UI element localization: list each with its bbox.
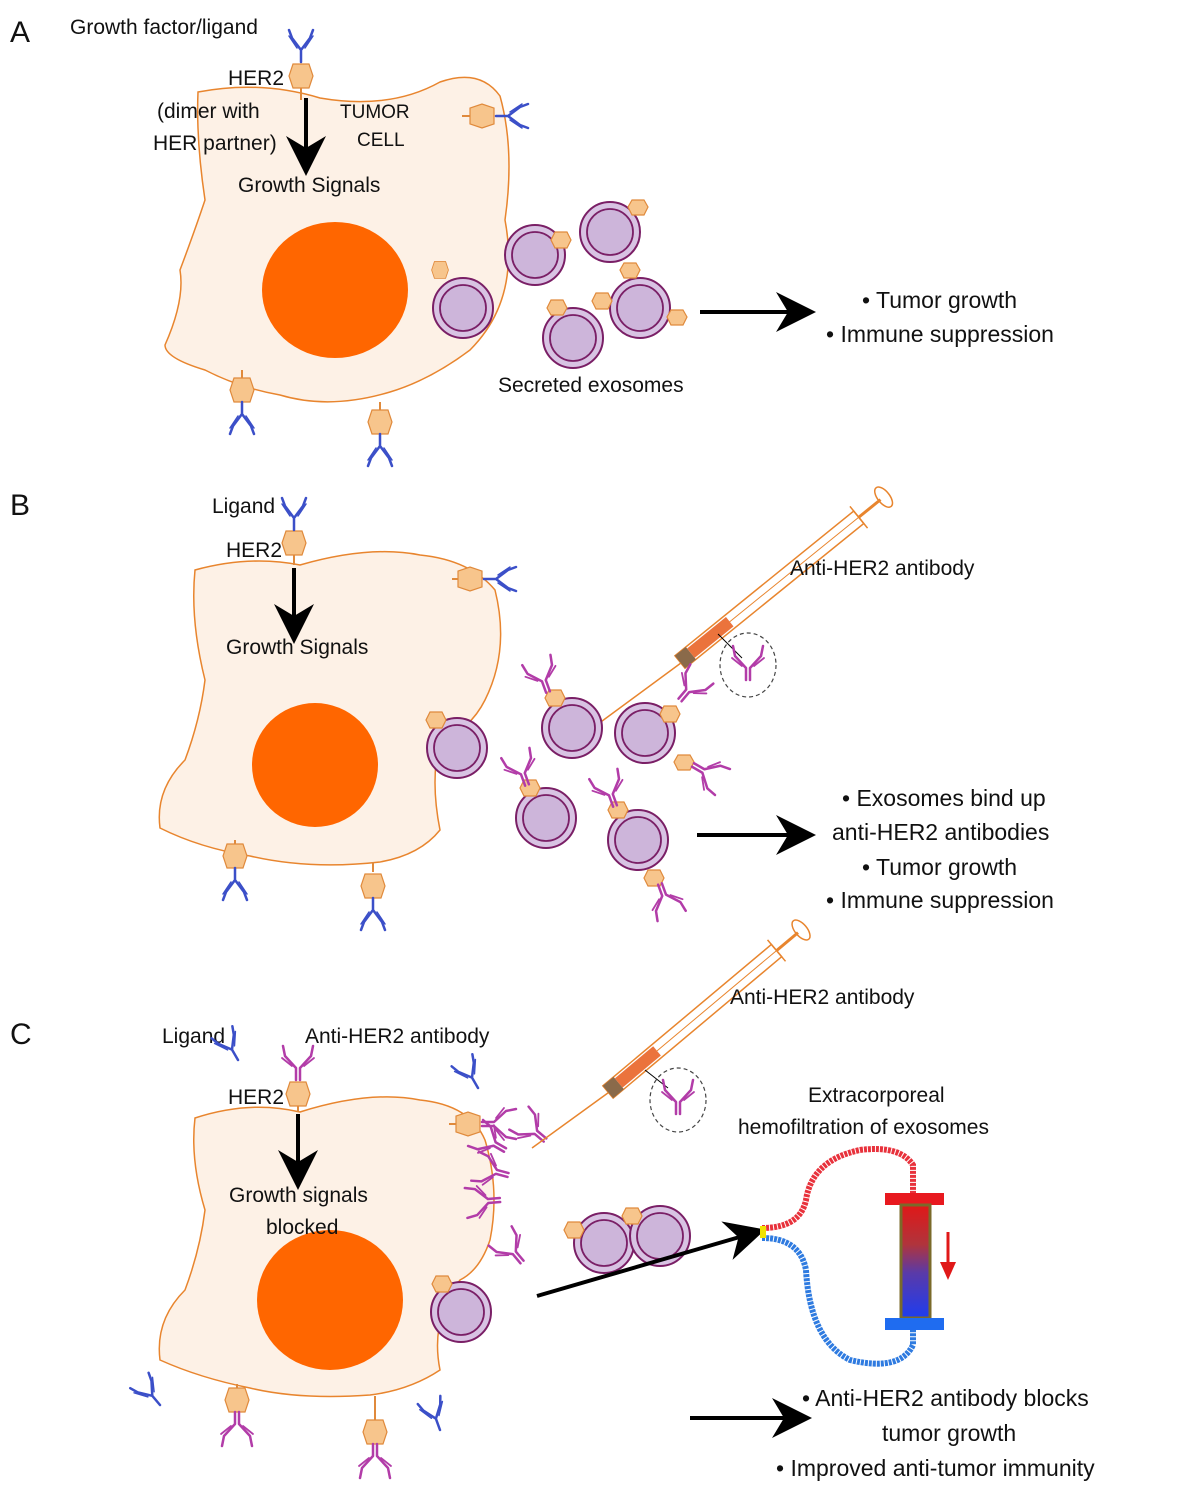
antibody-top-label-c: Anti-HER2 antibody <box>305 1025 490 1048</box>
flow-arrow-icon <box>940 1262 956 1280</box>
ligand-bottom-right-b <box>359 896 387 932</box>
hemo-label-line2: hemofiltration of exosomes <box>738 1116 989 1139</box>
growth-signals-label-b: Growth Signals <box>226 636 368 659</box>
ligand-label-c: Ligand <box>162 1025 225 1048</box>
her2-receptor-bottom-right-a <box>367 409 393 435</box>
her2-label-a: HER2 <box>228 67 284 90</box>
ligand-bottom-right-a <box>366 432 394 468</box>
ligand-label-b: Ligand <box>212 495 275 518</box>
growth-signals-label-a: Growth Signals <box>238 174 380 197</box>
exosomes-c <box>430 1205 691 1343</box>
her2-label-c: HER2 <box>228 1086 284 1109</box>
exosomes-b <box>425 653 732 923</box>
dimer-label-line2: HER partner) <box>153 132 277 155</box>
panel-b-letter: B <box>10 489 30 522</box>
outcome-b-2: anti-HER2 antibodies <box>832 819 1049 845</box>
her2-receptor-bottom-right-b <box>360 873 386 899</box>
outcome-b-4: • Immune suppression <box>826 887 1054 913</box>
filter-column <box>899 1203 932 1320</box>
ligand-bottom-left-a <box>228 400 256 436</box>
hemofilter-circuit <box>760 1146 956 1367</box>
free-ligand-bottom-left-c <box>128 1371 171 1414</box>
filter-top-cap <box>885 1193 944 1205</box>
exosomes-a <box>431 199 688 369</box>
nucleus-b <box>252 703 378 827</box>
tumor-cell-label-line2: CELL <box>357 130 405 151</box>
panel-b: B Ligand HER2 Growth Signals <box>10 486 1054 932</box>
her2-receptor-bottom-left-a <box>229 377 255 403</box>
outcome-b-3: • Tumor growth <box>862 854 1017 880</box>
free-ligand-bottom-right-c <box>416 1394 453 1436</box>
panel-a-letter: A <box>10 16 30 49</box>
syringe-c <box>531 919 811 1149</box>
antibody-syringe-label-c: Anti-HER2 antibody <box>730 986 915 1009</box>
ligand-top-a <box>287 28 315 64</box>
her2-label-b: HER2 <box>226 539 282 562</box>
nucleus-a <box>262 222 408 358</box>
antibody-bound-bottom-right-c <box>357 1442 393 1480</box>
free-ligand-right-c <box>450 1053 490 1096</box>
outcome-c-3: • Improved anti-tumor immunity <box>776 1455 1095 1481</box>
antibody-label-b: Anti-HER2 antibody <box>790 557 975 580</box>
to-filter-arrow-c <box>536 1221 766 1298</box>
syringe-b <box>559 486 894 753</box>
hemo-label-line1: Extracorporeal <box>808 1084 945 1107</box>
ligand-bottom-left-b <box>221 866 249 902</box>
ligand-top-b <box>280 496 308 532</box>
filter-bottom-cap <box>885 1318 944 1330</box>
dimer-label-line1: (dimer with <box>157 100 260 123</box>
outcome-c-2: tumor growth <box>882 1420 1016 1446</box>
her2-receptor-bottom-right-c <box>362 1419 388 1445</box>
outcome-a-1: • Tumor growth <box>862 287 1017 313</box>
blocked-label-line2: blocked <box>266 1216 338 1239</box>
her2-receptor-top-c <box>285 1081 311 1107</box>
secreted-exosomes-label: Secreted exosomes <box>498 374 684 397</box>
panel-c: C Ligand Anti-HER2 antibody HER2 Growth … <box>10 919 1095 1481</box>
panel-a: A Growth factor/ligand HER2 (dimer with … <box>10 16 1054 468</box>
antibody-bound-top-c <box>280 1044 316 1082</box>
antibody-icon-b <box>730 644 766 682</box>
her2-receptor-top-b <box>281 530 307 556</box>
her2-receptor-bottom-left-c <box>224 1387 250 1413</box>
outcome-b-1: • Exosomes bind up <box>842 785 1046 811</box>
blocked-label-line1: Growth signals <box>229 1184 368 1207</box>
her2-receptor-bottom-left-b <box>222 843 248 869</box>
outcome-a-2: • Immune suppression <box>826 321 1054 347</box>
outcome-c-1: • Anti-HER2 antibody blocks <box>802 1385 1089 1411</box>
antibody-bound-bottom-left-c <box>219 1410 255 1448</box>
tumor-cell-label-line1: TUMOR <box>340 102 410 123</box>
panel-c-letter: C <box>10 1018 32 1051</box>
growth-factor-label: Growth factor/ligand <box>70 16 258 39</box>
nucleus-c <box>257 1230 403 1370</box>
her2-receptor-top-a <box>288 63 314 89</box>
antibody-icon-c <box>660 1078 696 1116</box>
